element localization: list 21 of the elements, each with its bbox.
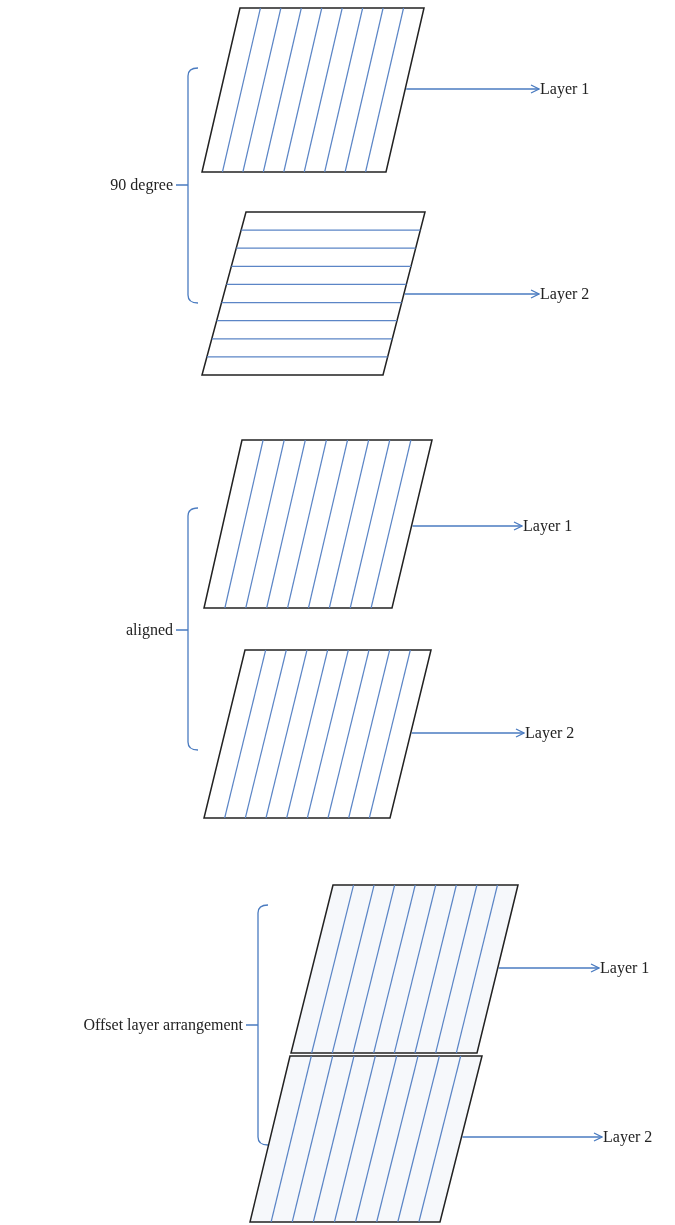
layer-drawing: [249, 1055, 483, 1223]
arrow: [411, 521, 523, 531]
layer-drawing: [201, 211, 426, 376]
layer-drawing: [201, 7, 425, 173]
group-label: 90 degree: [110, 175, 173, 195]
layer-drawing: [290, 884, 519, 1054]
layer-label: Layer 2: [525, 723, 575, 743]
layer-label: Layer 1: [523, 516, 573, 536]
layer-label: Layer 2: [540, 284, 590, 304]
layer-drawing: [203, 649, 432, 819]
arrow: [405, 84, 540, 94]
layer-drawing: [203, 439, 433, 609]
arrow: [461, 1132, 603, 1142]
group-label: Offset layer arrangement: [83, 1015, 243, 1035]
layer-label: Layer 1: [600, 958, 650, 978]
arrow: [498, 963, 600, 973]
layer-label: Layer 1: [540, 79, 590, 99]
arrow: [411, 728, 525, 738]
arrow: [404, 289, 540, 299]
group-label: aligned: [125, 620, 173, 640]
layer-label: Layer 2: [603, 1127, 653, 1147]
